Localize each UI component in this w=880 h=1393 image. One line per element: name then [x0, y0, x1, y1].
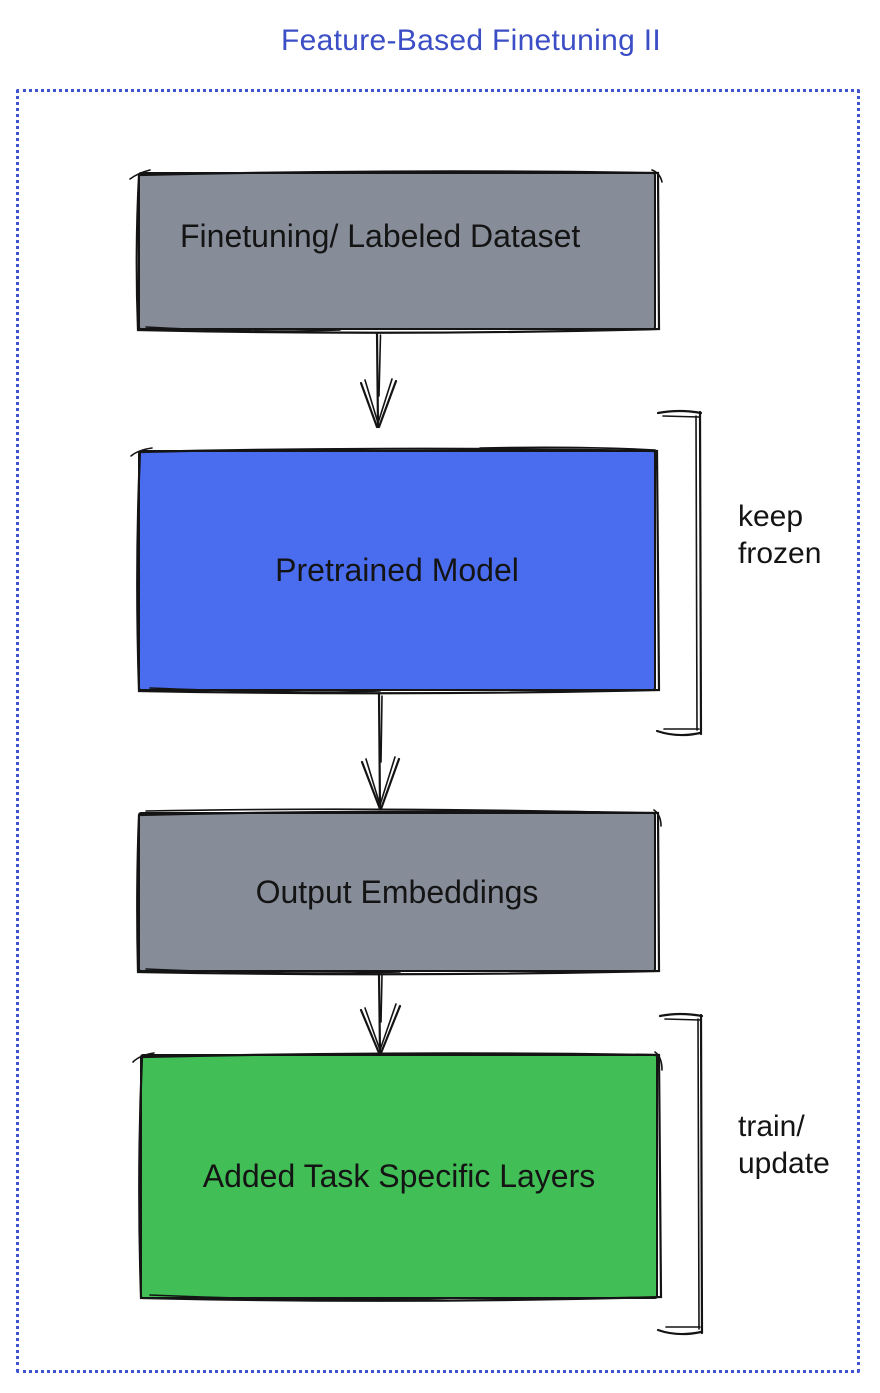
node-added-task-layers: Added Task Specific Layers [140, 1054, 658, 1299]
node-finetuning-dataset: Finetuning/ Labeled Dataset [138, 172, 656, 330]
node-pretrained-model-label: Pretrained Model [275, 552, 519, 588]
dotted-border-frame [16, 89, 860, 1373]
annotation-keep-frozen-line2: frozen [738, 537, 822, 570]
node-pretrained-model: Pretrained Model [138, 450, 656, 691]
node-output-embeddings: Output Embeddings [138, 812, 656, 972]
diagram-title: Feature-Based Finetuning II [281, 24, 661, 57]
annotation-train-update-line1: train/ [738, 1110, 805, 1143]
node-output-embeddings-label: Output Embeddings [255, 873, 539, 910]
node-added-task-layers-label: Added Task Specific Layers [202, 1158, 596, 1194]
node-finetuning-dataset-label: Finetuning/ Labeled Dataset [180, 218, 581, 254]
annotation-keep-frozen: keep frozen [738, 498, 821, 572]
annotation-train-update-line2: update [738, 1147, 830, 1180]
annotation-train-update: train/ update [738, 1108, 830, 1182]
annotation-keep-frozen-line1: keep [738, 500, 804, 533]
